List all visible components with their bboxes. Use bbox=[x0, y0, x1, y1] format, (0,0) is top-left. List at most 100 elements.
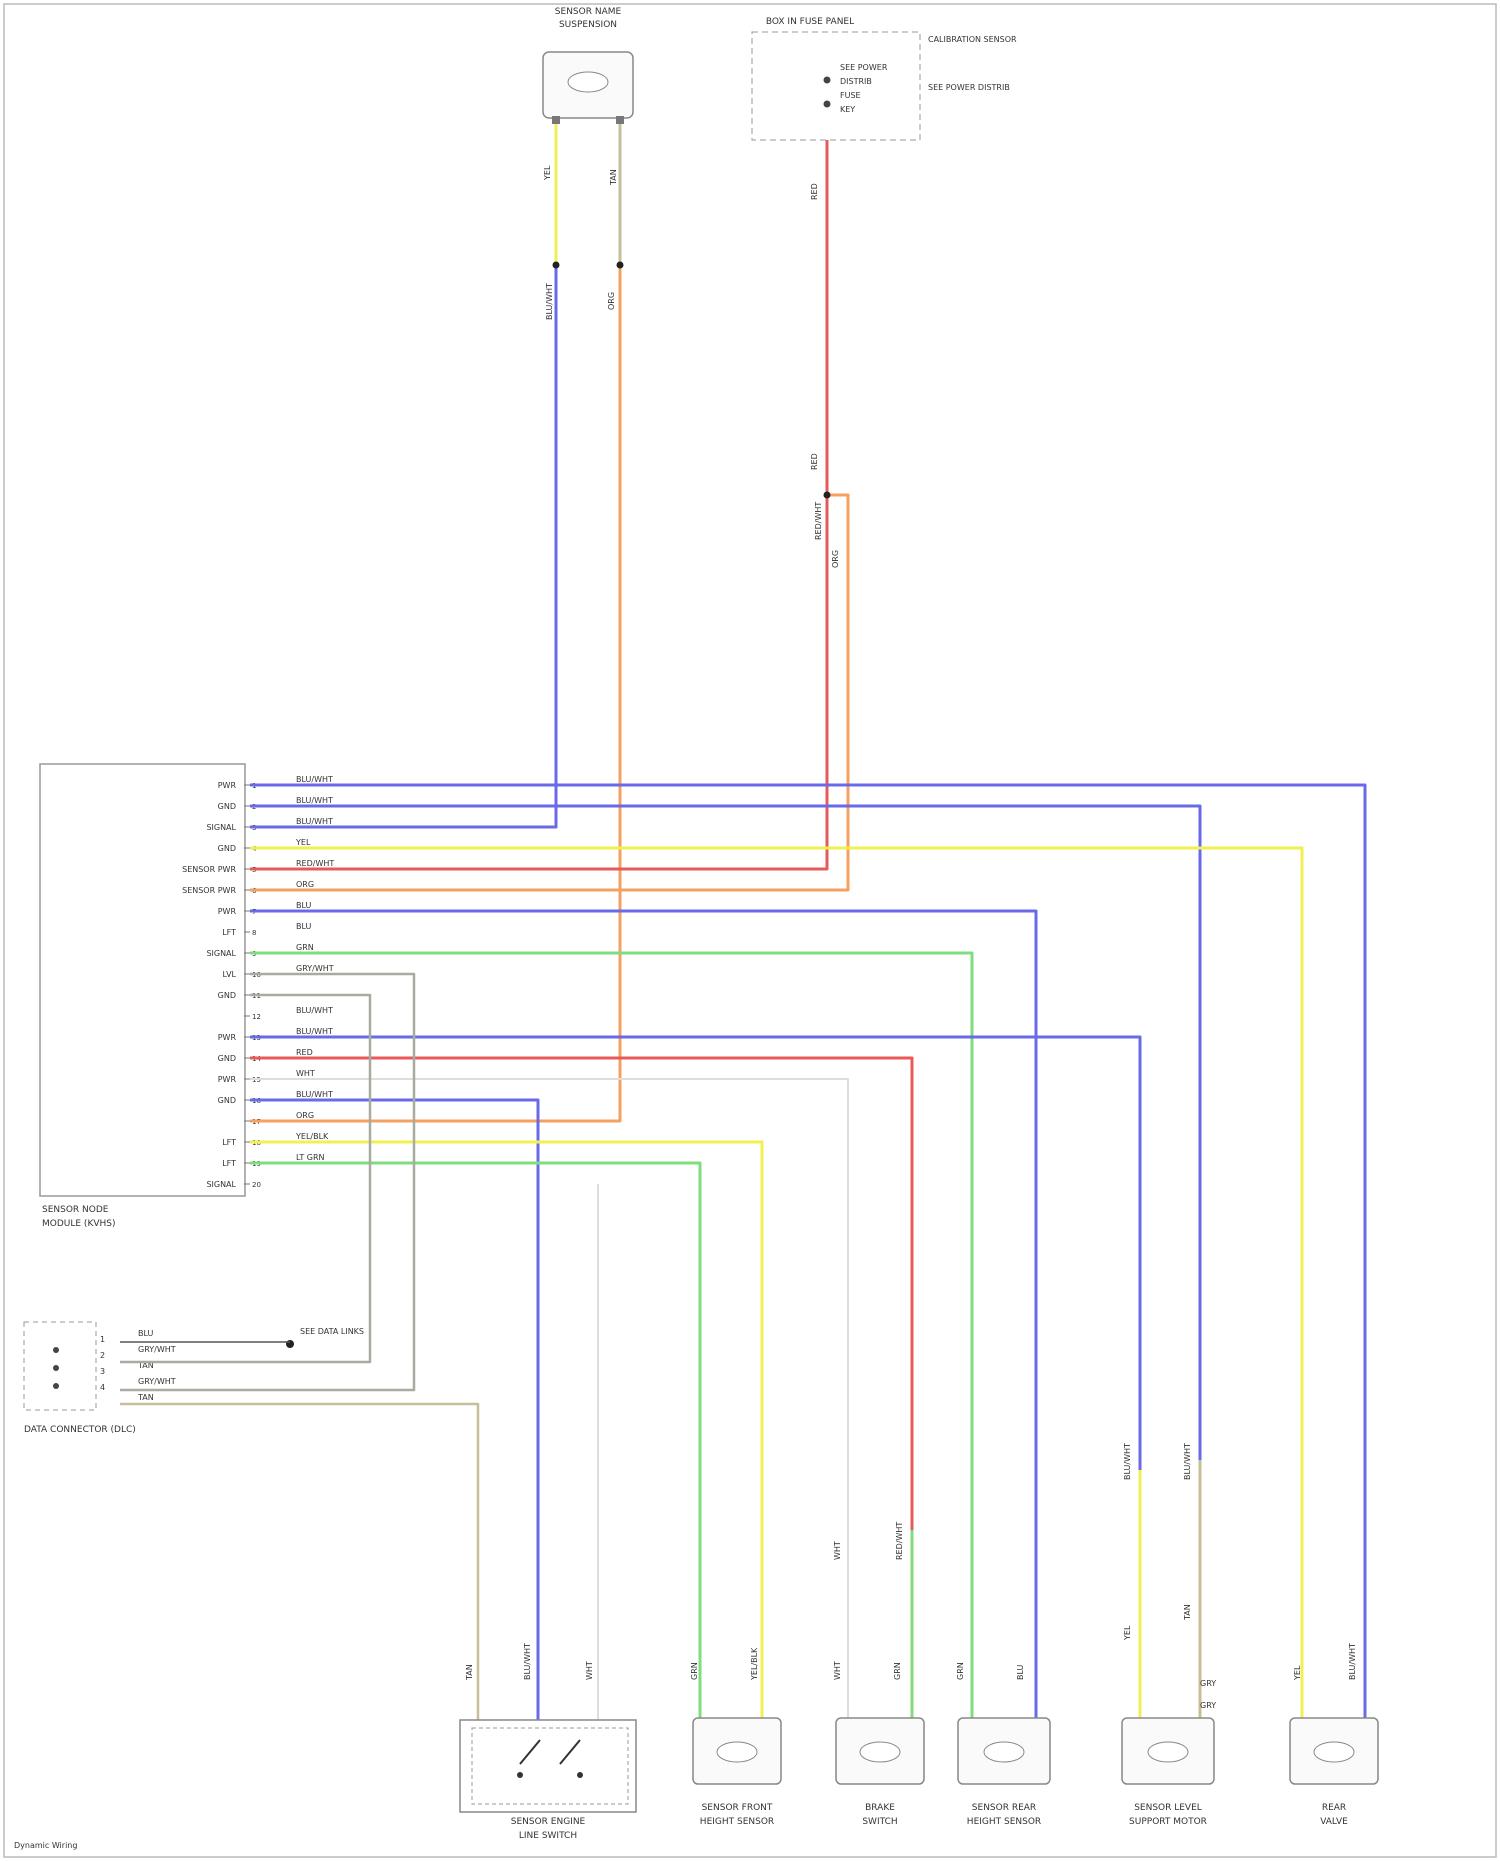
dlc-ref: SEE DATA LINKS bbox=[300, 1327, 364, 1336]
module-pin-number: 8 bbox=[252, 929, 256, 937]
dlc-pin: 4 bbox=[100, 1383, 105, 1392]
module-pin-name: LFT bbox=[222, 1138, 236, 1147]
wire-label: RED/WHT bbox=[814, 502, 823, 540]
wire-red bbox=[250, 495, 827, 869]
module-pin-name: PWR bbox=[218, 1033, 237, 1042]
module-pin-wire: BLU/WHT bbox=[296, 1027, 333, 1036]
module-pin-name: PWR bbox=[218, 907, 237, 916]
fuse-label: KEY bbox=[840, 105, 855, 114]
wire-label: YEL bbox=[1293, 1665, 1302, 1681]
dlc-wire: BLU bbox=[138, 1329, 154, 1338]
fuse-box-frame bbox=[752, 32, 920, 140]
module-pin-name: GND bbox=[218, 991, 236, 1000]
wire-label: YEL bbox=[543, 165, 552, 181]
fuse-node-icon bbox=[824, 101, 831, 108]
wire-yellow bbox=[250, 848, 1302, 1720]
wire-blue bbox=[250, 265, 556, 827]
component-label: SUPPORT MOTOR bbox=[1129, 1817, 1207, 1827]
dlc-wire: GRY/WHT bbox=[138, 1377, 176, 1386]
dlc-wire: GRY/WHT bbox=[138, 1345, 176, 1354]
component-label: HEIGHT SENSOR bbox=[700, 1817, 774, 1827]
fuse-node-icon bbox=[824, 77, 831, 84]
wire-label: GRN bbox=[956, 1662, 965, 1680]
dlc-pin: 2 bbox=[100, 1351, 105, 1360]
splice-icon bbox=[553, 262, 560, 269]
module-pin-name: SENSOR PWR bbox=[182, 865, 236, 874]
wire-orange bbox=[250, 495, 848, 890]
module-pin-wire: BLU/WHT bbox=[296, 796, 333, 805]
fuse-label: DISTRIB bbox=[840, 77, 872, 86]
module-pin-name: PWR bbox=[218, 1075, 237, 1084]
switch-contact-icon bbox=[560, 1740, 580, 1764]
module-pin-wire: LT GRN bbox=[296, 1153, 325, 1162]
switch-contact-icon bbox=[520, 1740, 540, 1764]
module-pin-name: SIGNAL bbox=[206, 949, 236, 958]
dlc-wire: TAN bbox=[137, 1393, 154, 1402]
fuse-box-title: BOX IN FUSE PANEL bbox=[766, 17, 854, 27]
module-pin-name: SENSOR PWR bbox=[182, 886, 236, 895]
wire-label: GRY bbox=[1200, 1701, 1216, 1710]
top-sensor: SENSOR NAME SUSPENSION bbox=[543, 7, 633, 124]
splice-icon bbox=[617, 262, 624, 269]
wire-label: TAN bbox=[1183, 1604, 1192, 1621]
wire-label: TAN bbox=[609, 169, 618, 186]
wire-label: BLU/WHT bbox=[1348, 1643, 1357, 1680]
wire-label: BLU/WHT bbox=[1183, 1443, 1192, 1480]
wire-label: GRN bbox=[893, 1662, 902, 1680]
module-pin-wire: RED bbox=[296, 1048, 313, 1057]
wire-blue bbox=[250, 806, 1200, 1460]
wire-green bbox=[250, 953, 972, 1720]
top-sensor-subtitle: SUSPENSION bbox=[559, 20, 617, 30]
module-pin-wire: BLU bbox=[296, 922, 312, 931]
component-label: VALVE bbox=[1320, 1817, 1348, 1827]
wire-blue bbox=[250, 911, 1036, 1720]
module-pin-wire: GRN bbox=[296, 943, 314, 952]
module-pin-wire: WHT bbox=[296, 1069, 315, 1078]
module-pin-name: GND bbox=[218, 802, 236, 811]
top-sensor-title: SENSOR NAME bbox=[555, 7, 622, 17]
top-fuse-box: BOX IN FUSE PANEL SEE POWER DISTRIB FUSE… bbox=[752, 17, 1017, 140]
wire-blue bbox=[250, 785, 1365, 1720]
module-pin-name: LFT bbox=[222, 1159, 236, 1168]
wire-label: RED bbox=[810, 453, 819, 470]
component-label: SENSOR FRONT bbox=[702, 1803, 773, 1813]
wire-label: YEL bbox=[1123, 1625, 1132, 1641]
module-label: SENSOR NODE bbox=[42, 1205, 109, 1215]
component-label: BRAKE bbox=[865, 1803, 895, 1813]
wire-label: ORG bbox=[831, 550, 840, 568]
splice-icon bbox=[286, 1340, 294, 1348]
level-support-motor: SENSOR LEVEL SUPPORT MOTOR bbox=[1122, 1718, 1214, 1827]
dlc-node-icon bbox=[53, 1347, 59, 1353]
dlc-frame bbox=[24, 1322, 96, 1410]
wire-label: BLU/WHT bbox=[1123, 1443, 1132, 1480]
dlc-label: DATA CONNECTOR (DLC) bbox=[24, 1425, 136, 1435]
wire-label: TAN bbox=[465, 1664, 474, 1681]
wire-label: YEL/BLK bbox=[750, 1647, 759, 1681]
module-pin-name: PWR bbox=[218, 781, 237, 790]
module-label: MODULE (KVHS) bbox=[42, 1219, 116, 1229]
terminal-icon bbox=[552, 116, 560, 124]
dlc-node-icon bbox=[53, 1383, 59, 1389]
module-pin-wire: BLU bbox=[296, 901, 312, 910]
module-pin-name: SIGNAL bbox=[206, 1180, 236, 1189]
wire-label: BLU/WHT bbox=[523, 1643, 532, 1680]
dlc-pin: 3 bbox=[100, 1367, 105, 1376]
front-height-sensor: SENSOR FRONT HEIGHT SENSOR bbox=[693, 1718, 781, 1827]
rear-valve: REAR VALVE bbox=[1290, 1718, 1378, 1827]
sensor-icon bbox=[717, 1742, 757, 1762]
bottom-components: SENSOR ENGINE LINE SWITCH SENSOR FRONT H… bbox=[460, 1718, 1378, 1841]
module-pin-wire: BLU/WHT bbox=[296, 1090, 333, 1099]
wire-label: RED/WHT bbox=[895, 1522, 904, 1560]
footer-label: Dynamic Wiring bbox=[14, 1841, 77, 1850]
module-pin-wire: GRY/WHT bbox=[296, 964, 334, 973]
wire-white bbox=[250, 1079, 848, 1720]
component-label: LINE SWITCH bbox=[519, 1831, 577, 1841]
component-label: HEIGHT SENSOR bbox=[967, 1817, 1041, 1827]
wire-tan bbox=[120, 1404, 478, 1720]
sensor-icon bbox=[1148, 1742, 1188, 1762]
module-pin-wire: ORG bbox=[296, 1111, 314, 1120]
sensor-icon bbox=[1314, 1742, 1354, 1762]
module-pin-name: GND bbox=[218, 844, 236, 853]
